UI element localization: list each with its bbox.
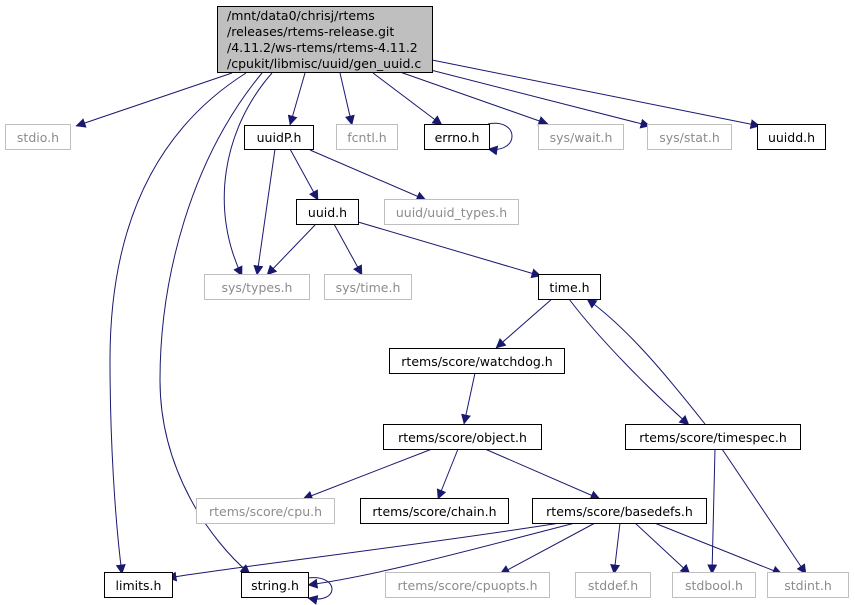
edge-uuid-systypes — [266, 223, 317, 276]
edge-time-watchdog — [495, 297, 554, 349]
node-stdbool: stdbool.h — [672, 572, 756, 598]
edge-root-uuidP — [287, 72, 306, 126]
node-uuid-types: uuid/uuid_types.h — [384, 199, 519, 225]
edge-watchdog-object — [461, 372, 476, 425]
node-stdint: stdint.h — [767, 572, 849, 598]
edge-uuidP-systypes — [253, 148, 276, 276]
edge-root-limits — [109, 72, 247, 575]
node-object[interactable]: rtems/score/object.h — [383, 424, 542, 450]
node-time[interactable]: time.h — [538, 274, 601, 300]
edge-basedefs-cpuopts — [499, 522, 596, 575]
node-basedefs[interactable]: rtems/score/basedefs.h — [532, 498, 707, 524]
edge-timespec-time — [586, 298, 706, 425]
root-line-3: /4.11.2/ws-rtems/rtems-4.11.2 — [227, 39, 418, 55]
edge-basedefs-string — [307, 522, 576, 589]
edge-basedefs-limits — [166, 522, 561, 582]
node-uuid[interactable]: uuid.h — [296, 199, 359, 225]
node-cpuopts: rtems/score/cpuopts.h — [385, 572, 550, 598]
node-uuidd[interactable]: uuidd.h — [757, 124, 826, 150]
edge-uuid-systime — [333, 223, 363, 276]
node-errno[interactable]: errno.h — [424, 124, 490, 150]
node-chain[interactable]: rtems/score/chain.h — [360, 498, 509, 524]
node-systime: sys/time.h — [324, 274, 412, 300]
edge-uuid-time — [357, 221, 542, 279]
node-fcntl: fcntl.h — [336, 124, 398, 150]
edge-basedefs-stdbool — [634, 522, 691, 575]
edge-errno-self — [487, 122, 513, 156]
edge-root-uuidd — [431, 59, 761, 130]
edge-timespec-stdint — [721, 448, 807, 575]
edge-root-fcntl — [339, 72, 355, 126]
node-uuidP[interactable]: uuidP.h — [244, 125, 314, 150]
edge-string-self — [307, 577, 333, 605]
edge-root-string — [159, 72, 263, 575]
node-timespec[interactable]: rtems/score/timespec.h — [625, 424, 801, 450]
edge-root-sysstat — [414, 65, 651, 129]
edge-basedefs-stddef — [610, 522, 621, 575]
node-watchdog[interactable]: rtems/score/watchdog.h — [389, 348, 565, 374]
node-string[interactable]: string.h — [241, 572, 309, 598]
root-line-4: /cpukit/libmisc/uuid/gen_uuid.c — [227, 55, 422, 71]
edge-uuidP-uuid — [289, 148, 319, 201]
node-syswait: sys/wait.h — [538, 124, 624, 150]
edge-basedefs-stdint — [651, 521, 783, 576]
edge-object-cpu — [302, 448, 433, 501]
edge-root-errno — [372, 72, 443, 126]
edge-timespec-stdbool — [707, 448, 718, 575]
node-cpu: rtems/score/cpu.h — [196, 498, 335, 524]
edge-root-syswait — [399, 71, 549, 126]
node-stddef: stddef.h — [575, 572, 651, 598]
edge-object-basedefs — [484, 448, 601, 500]
root-line-2: /releases/rtems-release.git — [227, 23, 395, 39]
edge-object-chain — [436, 448, 459, 500]
edge-root-stdio — [75, 72, 233, 128]
node-sysstat: sys/stat.h — [647, 124, 732, 150]
node-systypes: sys/types.h — [204, 274, 310, 300]
node-limits[interactable]: limits.h — [104, 572, 173, 598]
edge-root-systypes — [223, 72, 273, 277]
edge-uuidP-uuidtypes — [309, 149, 427, 201]
edge-time-timespec — [568, 298, 690, 426]
root-file-node[interactable]: /mnt/data0/chrisj/rtems /releases/rtems-… — [217, 6, 433, 73]
root-line-1: /mnt/data0/chrisj/rtems — [227, 7, 375, 23]
node-stdio: stdio.h — [5, 124, 71, 150]
